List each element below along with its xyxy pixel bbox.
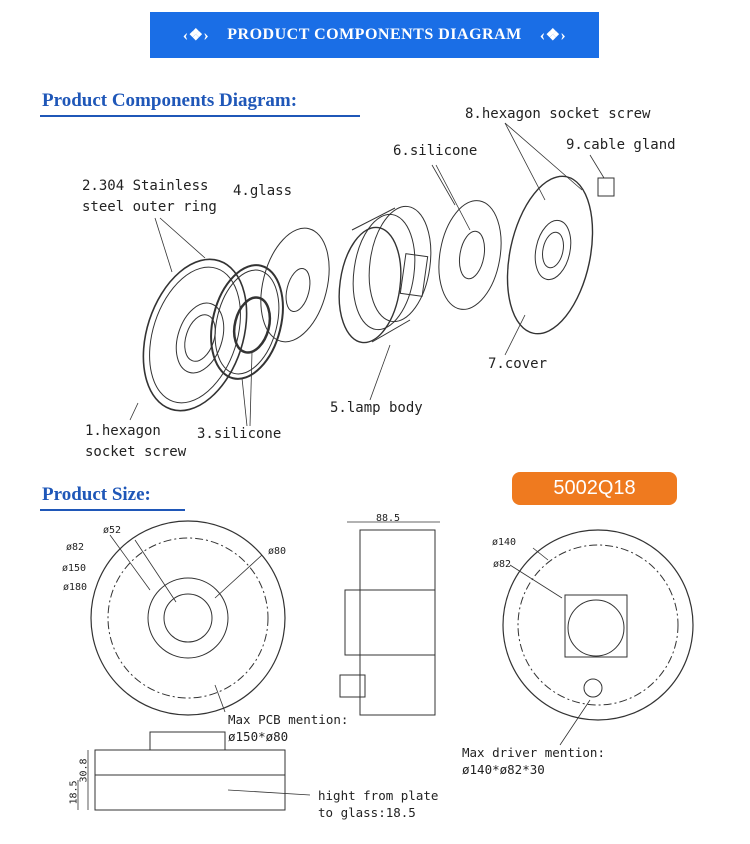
rear-view-drawing — [502, 529, 694, 746]
label-lamp-body: 5.lamp body — [330, 400, 423, 416]
label-silicone-3: 3.silicone — [197, 426, 282, 442]
section-view-drawing — [77, 731, 311, 811]
dim-d180: ø180 — [63, 582, 88, 593]
label-hexagon-screw-1: 1.hexagon socket screw — [85, 423, 187, 460]
dim-width: 88.5 — [376, 513, 401, 524]
dim-d150: ø150 — [62, 563, 87, 574]
dim-d80: ø80 — [268, 546, 287, 557]
dim-d82: ø82 — [66, 542, 85, 553]
label-cable-gland: 9.cable gland — [566, 137, 676, 153]
silicone-2-drawing — [438, 200, 502, 310]
components-heading-underline — [40, 115, 360, 117]
components-heading: Product Components Diagram: — [42, 90, 298, 111]
ornament-left-icon: ‹❖› — [182, 27, 210, 44]
size-heading: Product Size: — [42, 484, 151, 505]
silicone-ring-drawing — [210, 264, 284, 380]
dim-pcb: Max PCB mention: ø150*ø80 — [228, 712, 349, 744]
label-cover: 7.cover — [488, 356, 548, 372]
dim-plate-height: hight from plate to glass:18.5 — [318, 788, 439, 820]
cover-drawing — [506, 175, 615, 335]
lamp-body-drawing — [338, 205, 432, 344]
model-badge: 5002Q18 — [512, 472, 677, 505]
banner-title: PRODUCT COMPONENTS DIAGRAM — [227, 26, 522, 43]
glass-drawing — [260, 227, 330, 343]
dim-d52: ø52 — [103, 525, 122, 536]
dim-d82-rear: ø82 — [493, 559, 512, 570]
ornament-right-icon: ‹❖› — [539, 27, 567, 44]
dim-h308: 30.8 — [78, 758, 90, 783]
dim-h185: 18.5 — [68, 780, 80, 805]
header-banner: ‹❖› PRODUCT COMPONENTS DIAGRAM ‹❖› — [150, 12, 599, 58]
front-view-drawing — [90, 520, 286, 716]
label-outer-ring: 2.304 Stainless steel outer ring — [82, 178, 217, 215]
dim-driver: Max driver mention: ø140*ø82*30 — [462, 745, 605, 777]
outer-ring-drawing — [142, 258, 248, 412]
label-hexagon-screw-8: 8.hexagon socket screw — [465, 106, 651, 122]
label-glass: 4.glass — [233, 183, 293, 199]
side-view-drawing — [339, 521, 440, 716]
size-heading-underline — [40, 509, 185, 511]
dim-d140: ø140 — [492, 537, 517, 548]
label-silicone-6: 6.silicone — [393, 143, 478, 159]
